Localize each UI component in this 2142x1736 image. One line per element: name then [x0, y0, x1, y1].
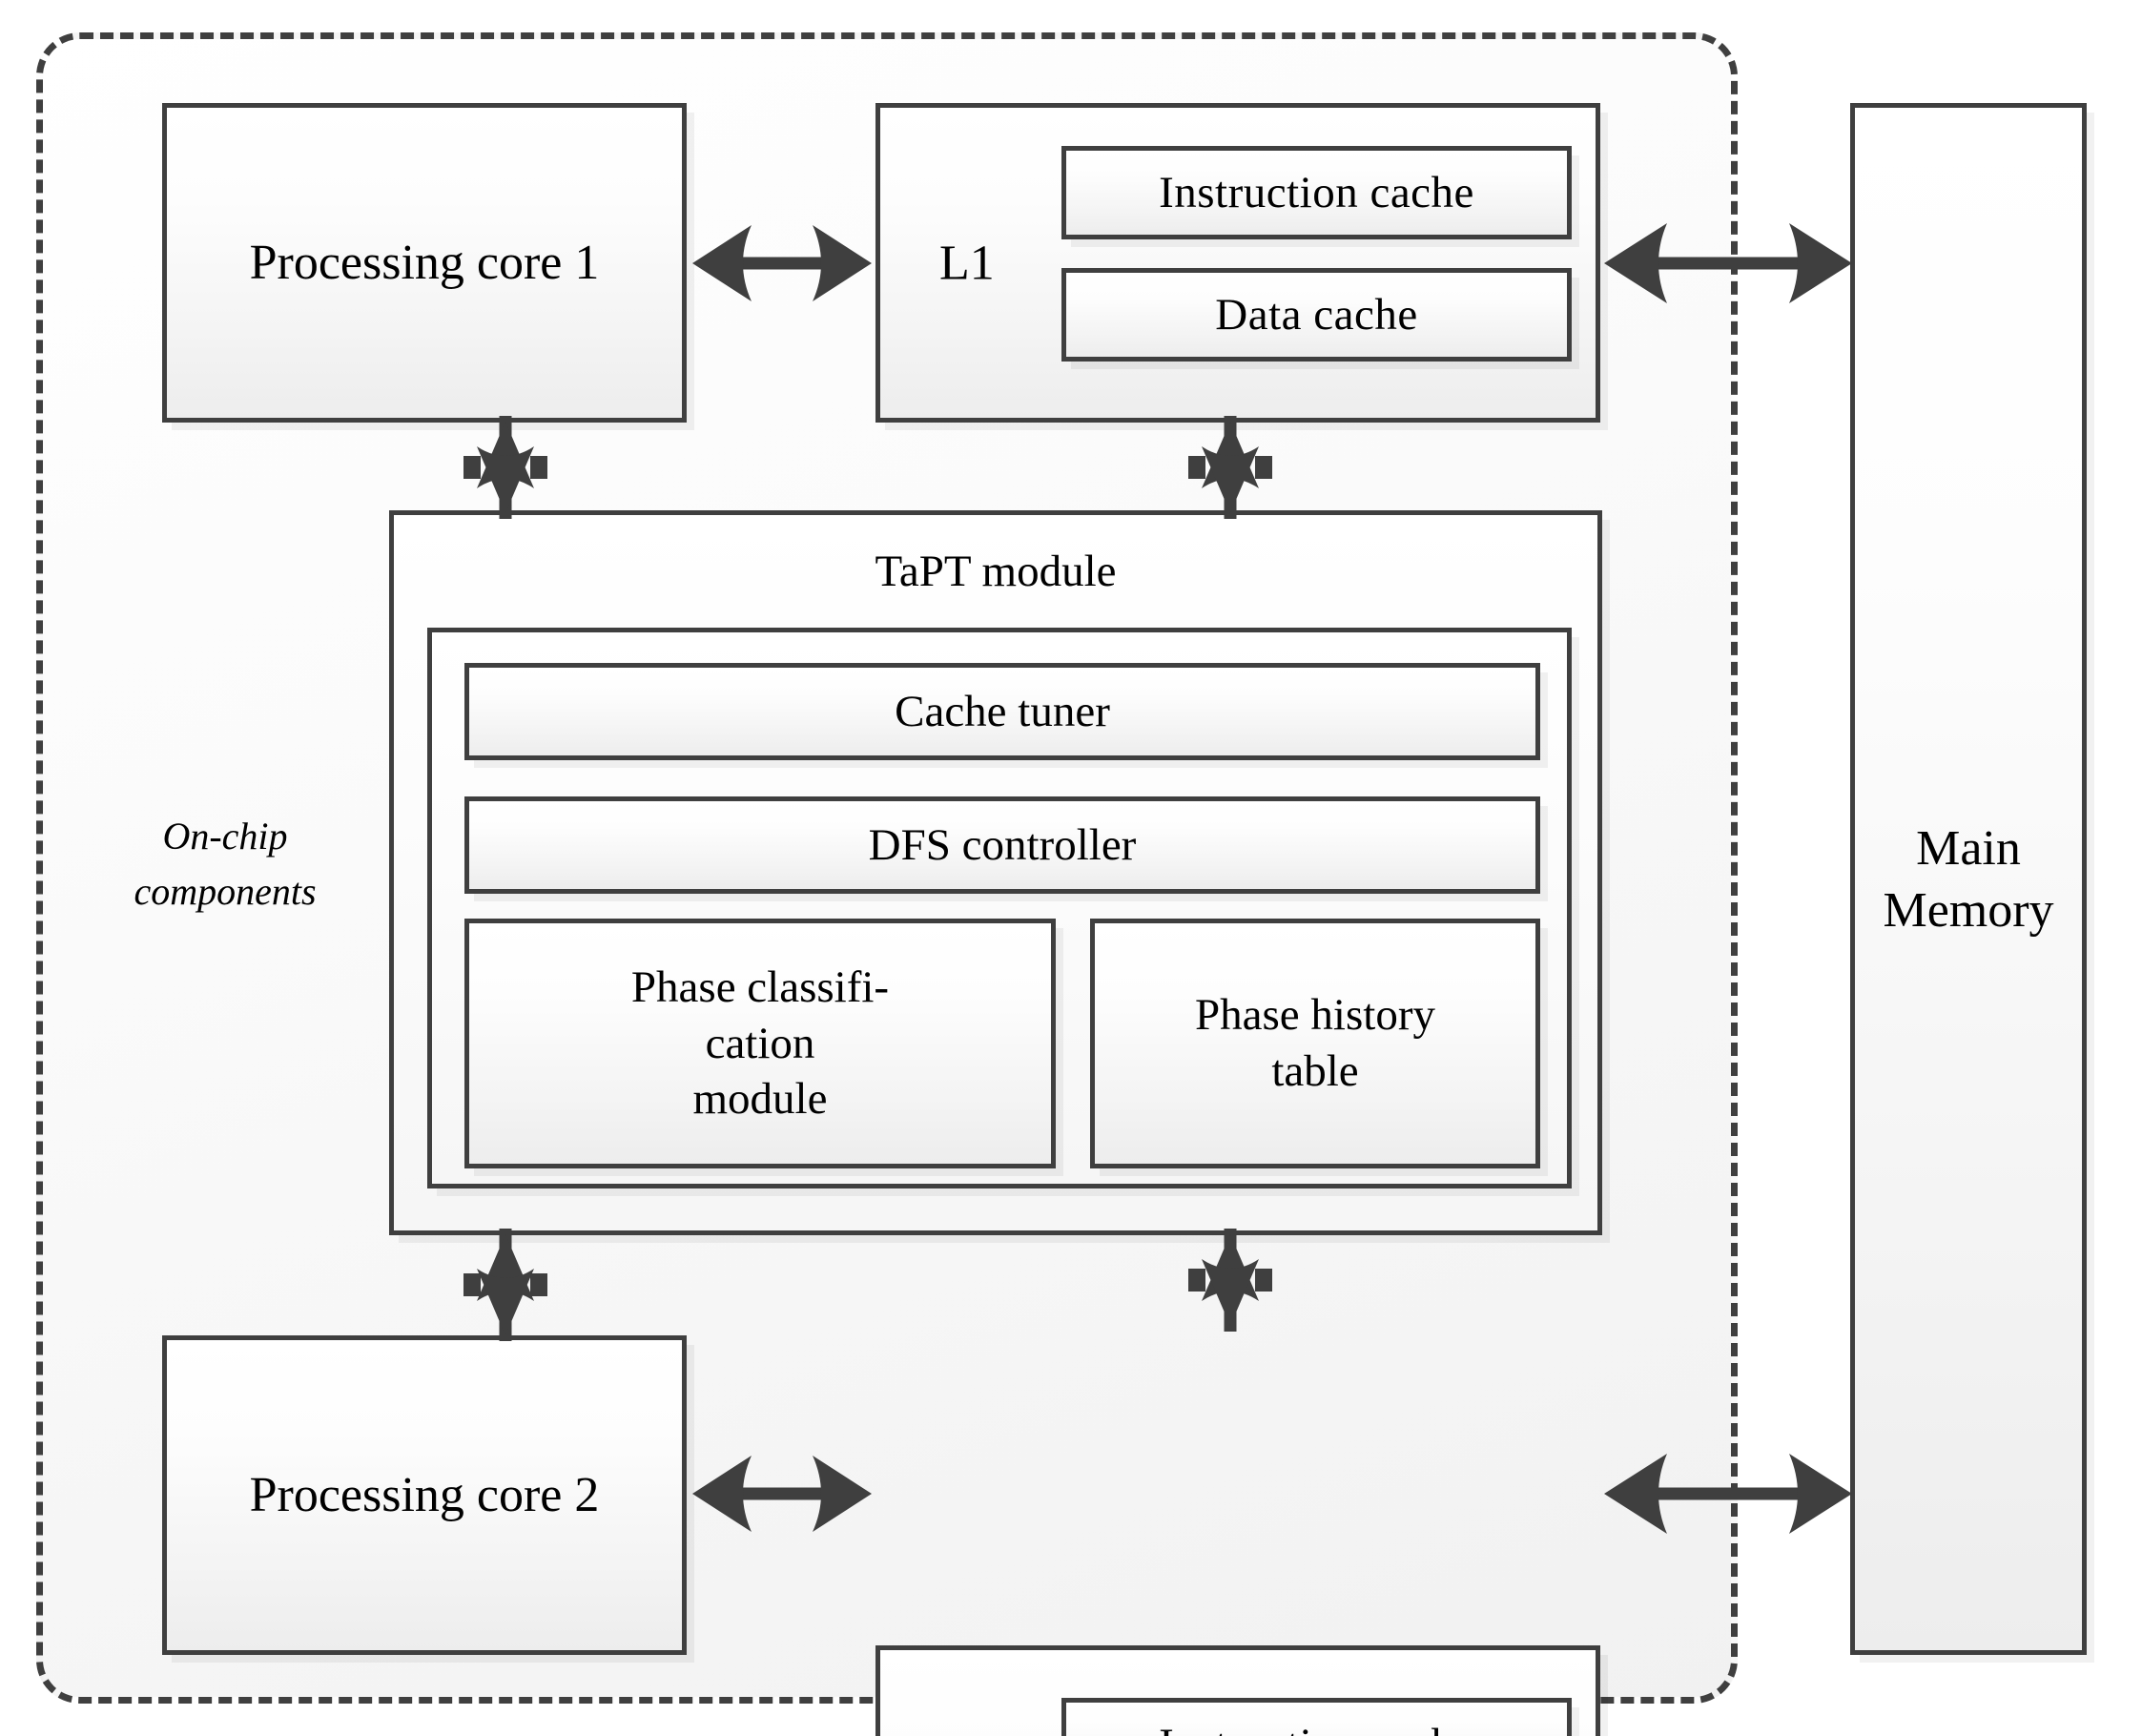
phase-history-line1: Phase history: [1195, 990, 1435, 1041]
tapt-module-title: TaPT module: [875, 547, 1117, 596]
phase-history-line2: table: [1271, 1046, 1359, 1096]
l1-cache-bottom-box[interactable]: L1 Instruction cache Data cache: [875, 1645, 1600, 1736]
l1-cache-top-box[interactable]: L1 Instruction cache Data cache: [875, 103, 1600, 423]
tapt-inner-panel: Cache tuner DFS controller Phase classif…: [427, 628, 1572, 1188]
cache-tuner-box[interactable]: Cache tuner: [464, 663, 1540, 760]
processing-core-1-box[interactable]: Processing core 1: [162, 103, 687, 423]
on-chip-components-label: On-chip components: [92, 809, 359, 920]
processing-core-2-box[interactable]: Processing core 2: [162, 1335, 687, 1655]
data-cache-top-box[interactable]: Data cache: [1061, 268, 1572, 362]
instruction-cache-bottom-box[interactable]: Instruction cache: [1061, 1698, 1572, 1736]
instruction-cache-top-label: Instruction cache: [1159, 167, 1474, 217]
l1-top-label: L1: [939, 236, 995, 290]
dfs-controller-label: DFS controller: [868, 819, 1137, 870]
main-memory-box[interactable]: Main Memory: [1850, 103, 2087, 1655]
on-chip-label-line1: On-chip: [162, 815, 288, 858]
processing-core-1-label: Processing core 1: [249, 236, 600, 290]
data-cache-top-label: Data cache: [1215, 289, 1418, 340]
phase-classification-line2: cation: [705, 1018, 815, 1068]
main-memory-line1: Main: [1916, 820, 2021, 876]
instruction-cache-bottom-label: Instruction cache: [1159, 1717, 1474, 1736]
main-memory-line2: Memory: [1883, 882, 2054, 938]
cache-tuner-label: Cache tuner: [895, 686, 1110, 736]
phase-classification-line1: Phase classifi-: [630, 961, 890, 1012]
instruction-cache-top-box[interactable]: Instruction cache: [1061, 146, 1572, 239]
tapt-module-box[interactable]: TaPT module Cache tuner DFS controller P…: [389, 510, 1602, 1235]
phase-history-table-box[interactable]: Phase history table: [1090, 919, 1540, 1168]
processing-core-2-label: Processing core 2: [249, 1468, 600, 1522]
phase-classification-line3: module: [692, 1074, 828, 1125]
on-chip-label-line2: components: [134, 870, 317, 913]
dfs-controller-box[interactable]: DFS controller: [464, 796, 1540, 894]
phase-classification-module-box[interactable]: Phase classifi- cation module: [464, 919, 1056, 1168]
